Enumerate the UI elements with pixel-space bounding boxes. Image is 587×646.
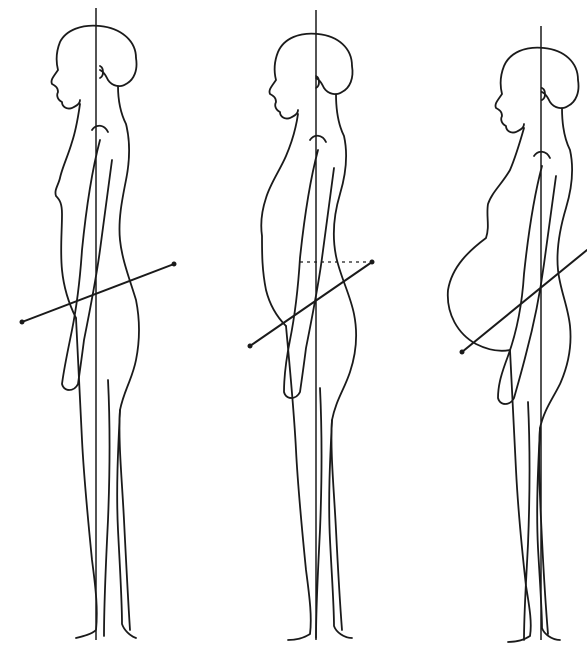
figure-1-pelvic-end-front [20,320,25,325]
figure-1-front-leg [76,318,97,638]
figure-2-arm [284,150,334,398]
figure-3-head [495,48,578,133]
figure-2-shoulder [310,136,326,142]
figure-1-pelvic-line [22,264,174,322]
figure-2-head [269,34,352,119]
figure-3-front-leg [508,350,531,642]
figure-3-arm [498,166,556,404]
figure-3 [448,26,587,642]
figure-2-inner-leg [316,388,322,638]
figure-1 [20,8,177,640]
figure-3-pelvic-end-front [460,350,465,355]
figure-1-front [55,104,80,318]
figure-2-front [261,114,298,326]
figure-3-shoulder [534,152,550,158]
figure-1-head [51,26,136,109]
figure-2-pelvic-end-back [370,260,375,265]
figure-2-pelvic-line [250,262,372,346]
figure-1-back [118,86,139,630]
figure-2-front-leg [286,326,311,640]
figure-3-back [539,108,572,634]
figure-1-arm [62,140,112,390]
figure-1-shoulder [92,126,108,132]
figure-2-back [331,94,356,630]
figure-3-belly [448,128,524,351]
figure-1-inner-leg [104,380,110,636]
figure-2-pelvic-end-front [248,344,253,349]
figure-2 [248,10,375,640]
figure-1-pelvic-end-back [172,262,177,267]
